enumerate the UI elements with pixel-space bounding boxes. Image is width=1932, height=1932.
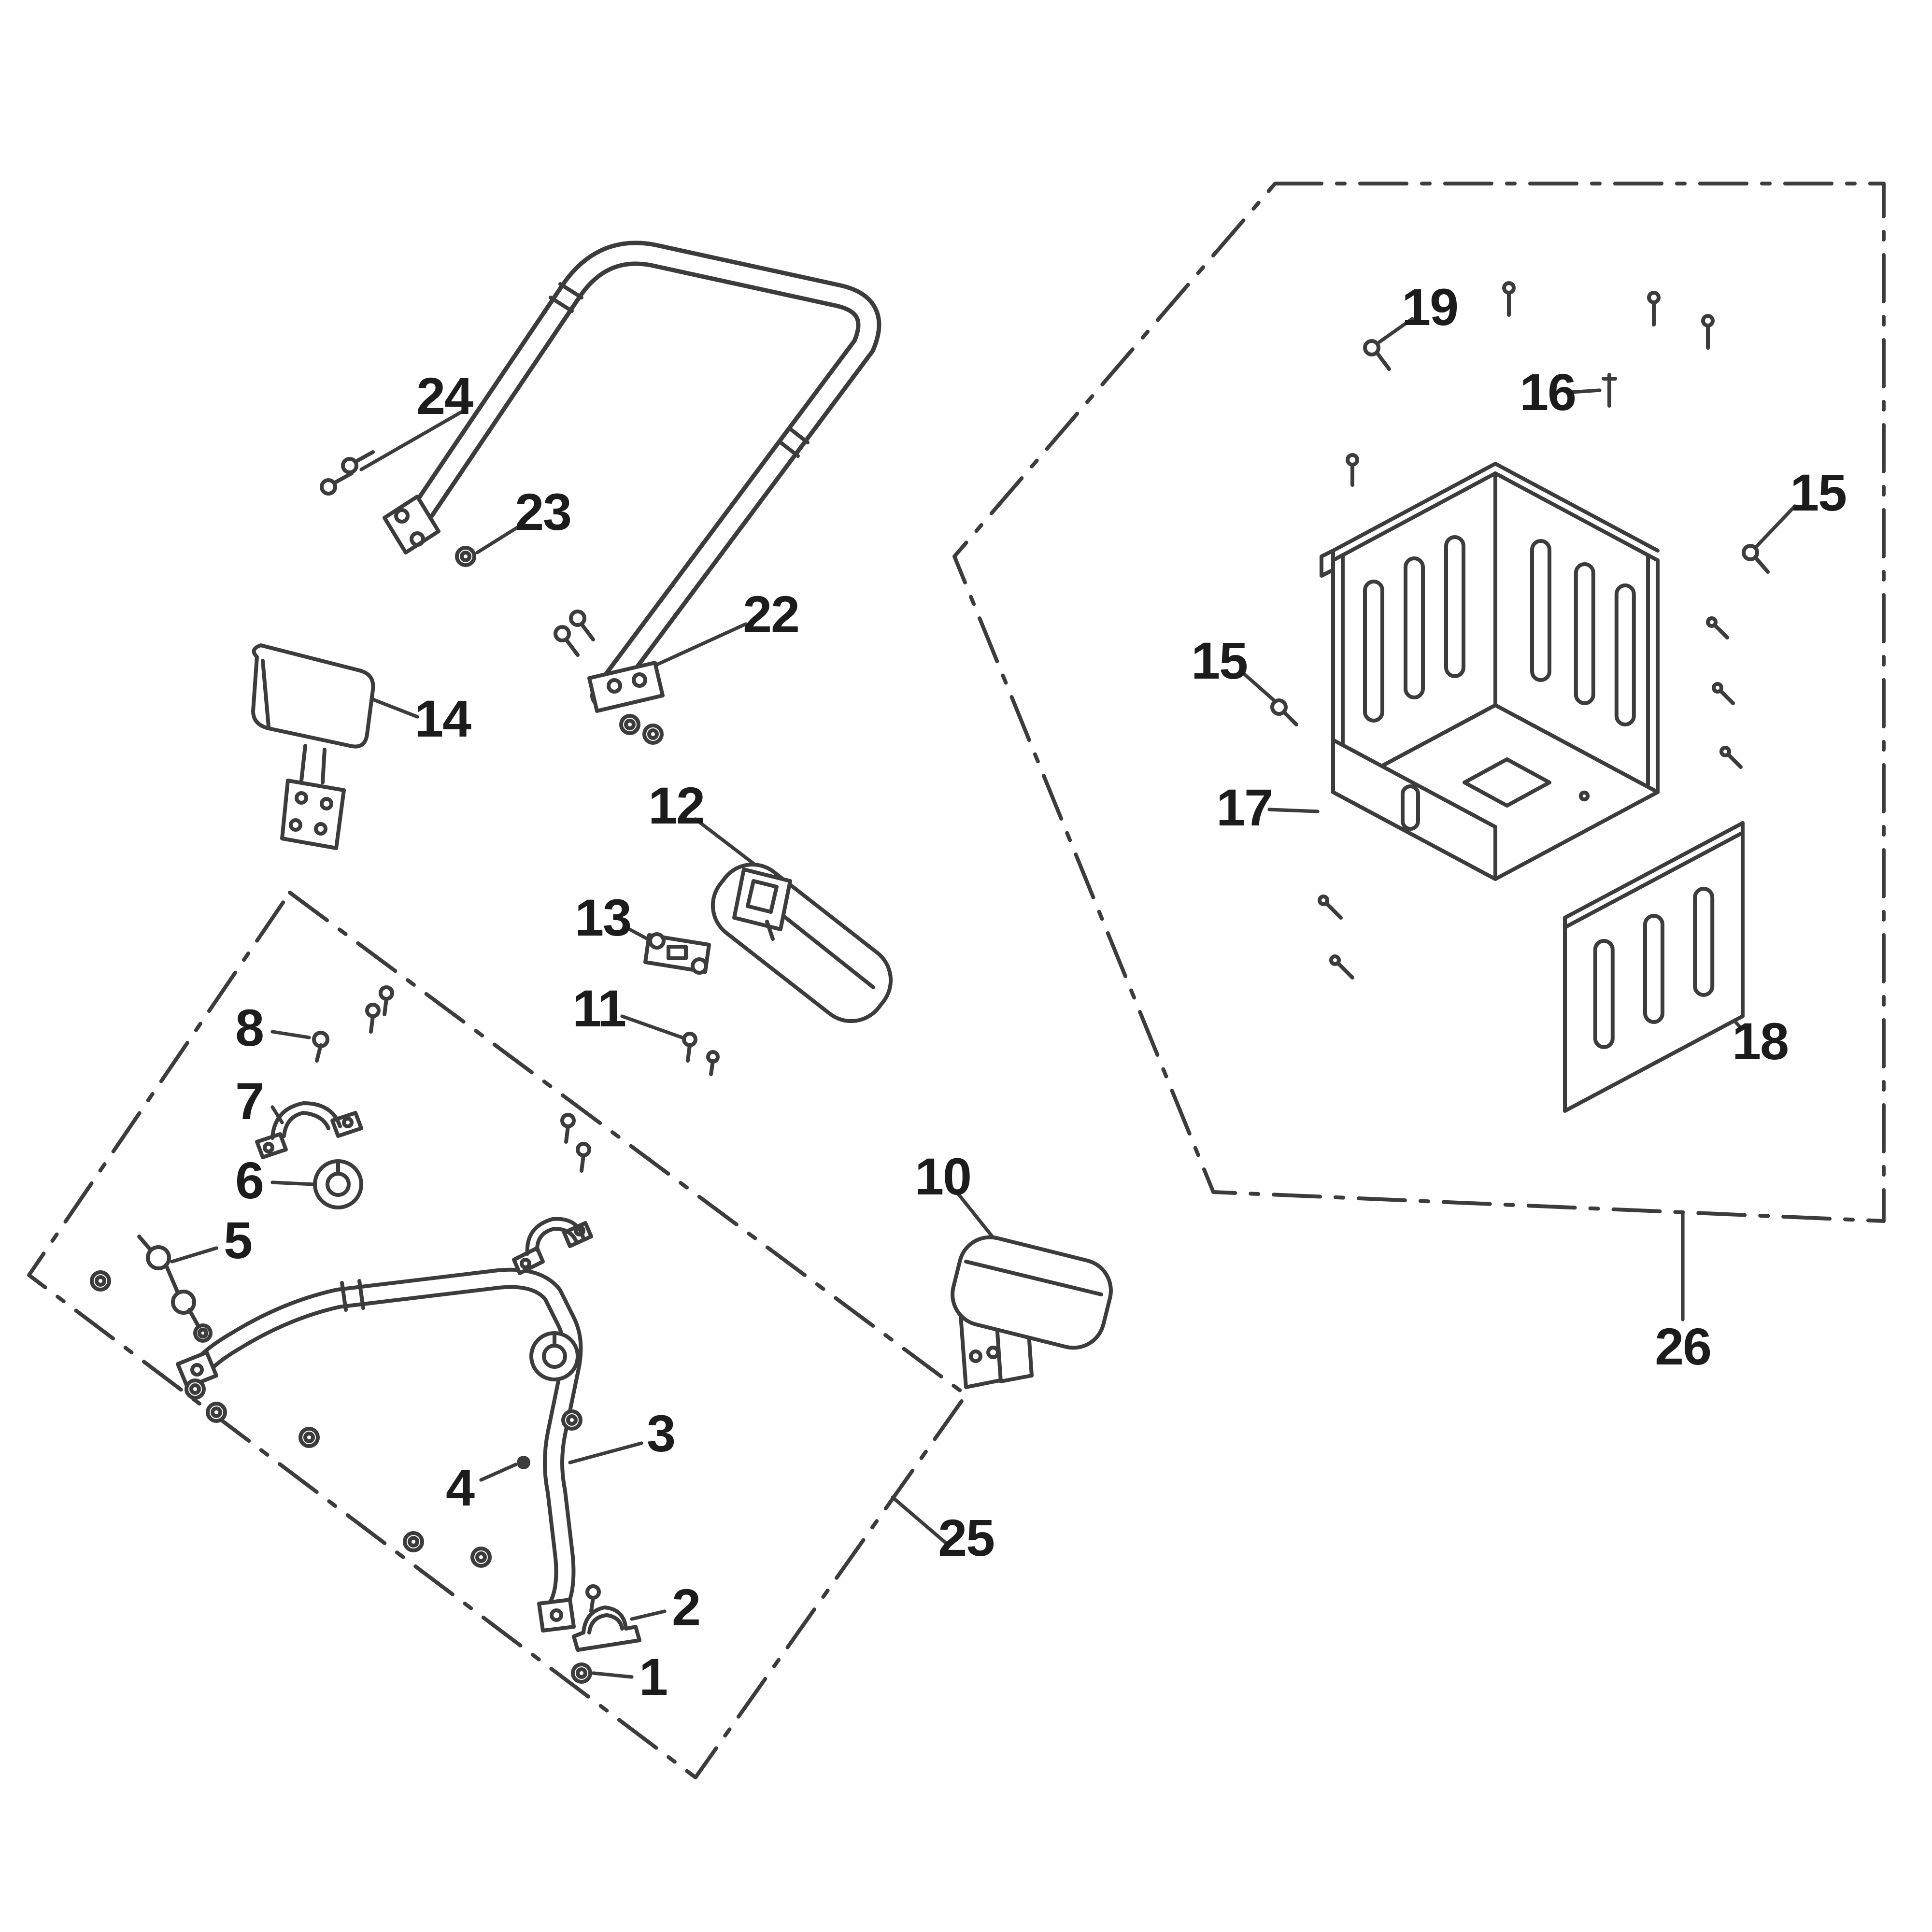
part-label-16: 16	[1520, 363, 1577, 421]
mirror-left	[251, 643, 375, 850]
bar-fasteners	[90, 985, 591, 1568]
part-label-17: 17	[1216, 778, 1273, 837]
bar-clamp-lower	[512, 1217, 593, 1275]
part-label-18: 18	[1732, 1012, 1789, 1070]
part-label-4: 4	[446, 1458, 475, 1517]
part-label-15-left: 15	[1191, 631, 1248, 690]
part-label-13: 13	[575, 888, 632, 947]
bar-clamp-upper	[255, 1101, 363, 1159]
part-label-10: 10	[915, 1147, 972, 1206]
nut-1	[571, 1662, 592, 1684]
part-label-26: 26	[1655, 1317, 1712, 1376]
part-label-14: 14	[414, 689, 471, 748]
mirror-right	[951, 1235, 1113, 1389]
part-label-15-right: 15	[1790, 463, 1847, 522]
clamp-2	[572, 1584, 641, 1652]
part-label-25: 25	[938, 1508, 995, 1567]
assembly-region-25-boundary	[27, 891, 968, 1779]
part-label-23: 23	[515, 483, 572, 541]
roll-bar-fasteners	[320, 450, 664, 745]
part-label-11: 11	[572, 979, 626, 1037]
part-label-3: 3	[647, 1404, 676, 1463]
part-label-8: 8	[235, 998, 264, 1057]
stabilizer-links	[137, 1235, 213, 1343]
clamp-plate-13	[643, 932, 711, 975]
mirror-center	[710, 862, 893, 1023]
part-label-2: 2	[672, 1578, 701, 1636]
battery-box-screws	[1270, 281, 1770, 980]
bar-bushing-upper	[313, 1159, 363, 1209]
part-label-12: 12	[648, 776, 705, 835]
screws-11	[682, 1032, 720, 1076]
part-label-1: 1	[639, 1648, 668, 1706]
part-label-22: 22	[743, 585, 800, 643]
assembly-region-26-boundary	[952, 182, 1886, 1223]
roll-bar-handle	[383, 241, 881, 713]
part-label-24: 24	[416, 367, 473, 425]
part-label-7: 7	[235, 1072, 264, 1130]
battery-box-front-panel	[1563, 821, 1745, 1113]
stabilizer-bar	[176, 1267, 583, 1633]
part-label-5: 5	[224, 1210, 253, 1269]
battery-box	[1320, 462, 1660, 881]
bar-bushing-lower	[529, 1331, 580, 1381]
part-label-19: 19	[1402, 278, 1459, 336]
part-label-6: 6	[235, 1151, 264, 1209]
